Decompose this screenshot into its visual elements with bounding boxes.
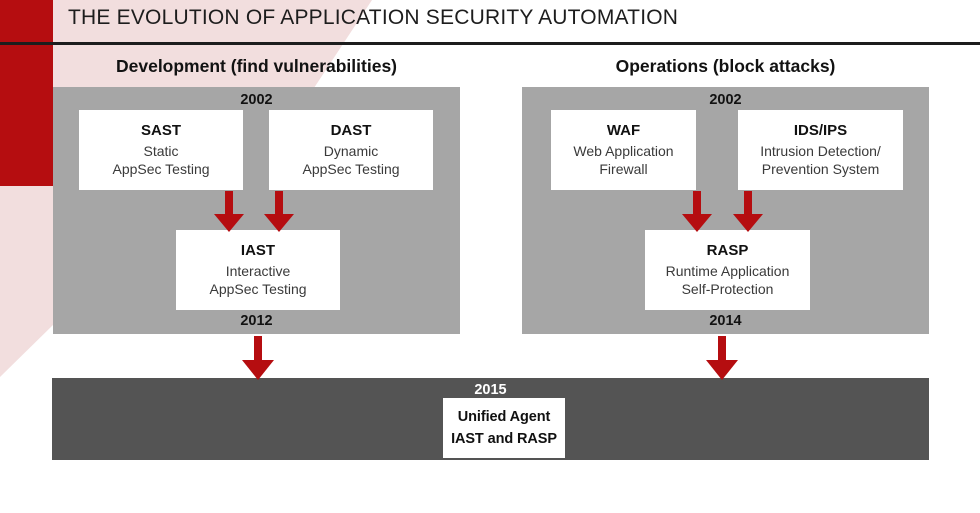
tech-box-dast-line1: Dynamic	[323, 142, 379, 159]
page-title: THE EVOLUTION OF APPLICATION SECURITY AU…	[68, 6, 679, 29]
tech-box-dast-line2: AppSec Testing	[302, 161, 400, 178]
tech-box-rasp-line2: Self-Protection	[681, 281, 774, 298]
column-heading-operations-rest: (block attacks)	[707, 56, 836, 76]
year-label-development-start: 2002	[240, 92, 273, 108]
year-label-development-end: 2012	[240, 313, 273, 329]
tech-box-waf-line2: Firewall	[599, 161, 648, 178]
tech-box-dast-acronym: DAST	[330, 121, 372, 139]
tech-box-unified-agent-line2: IAST and RASP	[451, 431, 557, 447]
tech-box-rasp-acronym: RASP	[706, 241, 749, 259]
tech-box-iast-line1: Interactive	[225, 262, 291, 279]
tech-box-ids-ips-acronym: IDS/IPS	[793, 121, 848, 139]
tech-box-rasp-line1: Runtime Application	[665, 262, 790, 279]
tech-box-sast-line2: AppSec Testing	[112, 161, 210, 178]
title-divider	[0, 42, 980, 45]
tech-box-waf[interactable]: WAF Web Application Firewall	[551, 110, 696, 190]
tech-box-sast-line1: Static	[143, 142, 179, 159]
red-wedge-shape	[0, 0, 53, 186]
tech-box-iast[interactable]: IAST Interactive AppSec Testing	[176, 230, 340, 310]
tech-box-iast-acronym: IAST	[240, 241, 276, 259]
tech-box-sast[interactable]: SAST Static AppSec Testing	[79, 110, 243, 190]
tech-box-rasp[interactable]: RASP Runtime Application Self-Protection	[645, 230, 810, 310]
column-heading-development-rest: (find vulnerabilities)	[225, 56, 398, 76]
tech-box-waf-line1: Web Application	[573, 142, 674, 159]
arrow-rasp-to-unified	[706, 336, 738, 380]
tech-box-ids-ips-line1: Intrusion Detection/	[760, 142, 881, 159]
tech-box-waf-acronym: WAF	[606, 121, 641, 139]
tech-box-ids-ips-line2: Prevention System	[761, 161, 880, 178]
column-heading-operations-bold: Operations	[615, 56, 708, 76]
arrow-iast-to-unified	[242, 336, 274, 380]
tech-box-unified-agent-line1: Unified Agent	[457, 408, 551, 425]
column-heading-operations: Operations (block attacks)	[522, 56, 929, 77]
tech-box-dast[interactable]: DAST Dynamic AppSec Testing	[269, 110, 433, 190]
column-heading-development-bold: Development	[115, 56, 226, 76]
tech-box-unified-agent[interactable]: Unified Agent IAST and RASP	[443, 398, 565, 458]
tech-box-sast-acronym: SAST	[140, 121, 181, 139]
tech-box-iast-line2: AppSec Testing	[209, 281, 307, 298]
tech-box-ids-ips[interactable]: IDS/IPS Intrusion Detection/ Prevention …	[738, 110, 903, 190]
column-heading-development: Development (find vulnerabilities)	[53, 56, 460, 77]
year-label-operations-end: 2014	[709, 313, 742, 329]
year-label-unified: 2015	[474, 382, 507, 398]
year-label-operations-start: 2002	[709, 92, 742, 108]
